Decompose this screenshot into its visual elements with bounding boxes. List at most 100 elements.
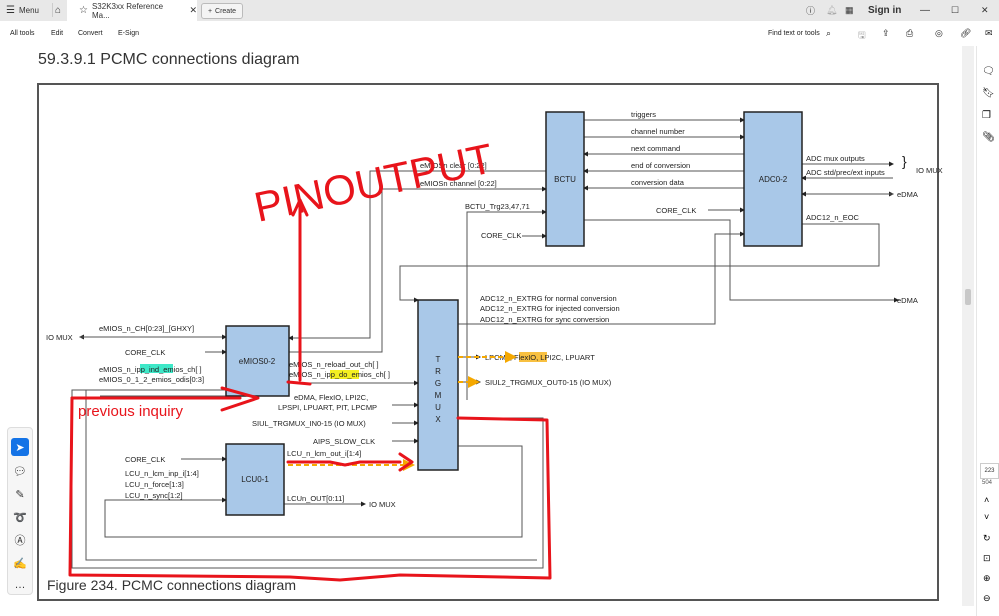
pages-icon[interactable]: ❐ bbox=[982, 110, 991, 121]
signal-label: BCTU_Trg23,47,71 bbox=[465, 202, 530, 211]
bell-icon[interactable]: 🔔︎ bbox=[826, 5, 838, 15]
lasso-tool-icon[interactable]: ➰ bbox=[13, 511, 27, 524]
trgmux-letter: M bbox=[435, 391, 442, 400]
rotate-icon[interactable]: ↻ bbox=[983, 533, 991, 543]
document-area bbox=[0, 46, 999, 616]
brace: } bbox=[902, 153, 907, 169]
signal-label: IO MUX bbox=[916, 166, 943, 175]
signal-label: eDMA bbox=[897, 296, 918, 305]
find-text-button[interactable]: Find text or tools bbox=[768, 30, 820, 37]
section-heading: 59.3.9.1 PCMC connections diagram bbox=[38, 51, 300, 68]
close-window-button[interactable]: ✕ bbox=[981, 5, 989, 15]
comment-tool-icon[interactable]: 💬︎ bbox=[13, 465, 27, 478]
sign-tool-icon[interactable]: ✍ bbox=[13, 557, 27, 570]
select-tool-icon[interactable]: ➤ bbox=[11, 438, 29, 456]
menu-button[interactable]: ☰ Menu bbox=[6, 0, 39, 21]
bctu-block bbox=[545, 111, 585, 247]
close-tab-icon[interactable]: ✕ bbox=[189, 5, 197, 15]
trgmux-letter: X bbox=[435, 415, 441, 424]
email-icon[interactable]: ✉ bbox=[985, 28, 993, 38]
create-button[interactable]: + Create bbox=[201, 3, 243, 19]
signal-label: triggers bbox=[631, 110, 656, 119]
signal-label: CORE_CLK bbox=[125, 455, 165, 464]
pen-tool-icon[interactable]: ✎ bbox=[15, 488, 25, 501]
vertical-scrollbar[interactable] bbox=[962, 46, 974, 606]
annotation-pinoutput: PINOUTPUT bbox=[250, 134, 497, 230]
print-icon[interactable]: ⎙ bbox=[906, 28, 914, 38]
trgmux-block bbox=[417, 299, 459, 471]
link-icon[interactable]: 🔗︎ bbox=[960, 28, 972, 38]
lcu-block bbox=[225, 443, 285, 516]
red-arrow-up bbox=[291, 198, 309, 382]
signal-label: LCU_n_force[1:3] bbox=[125, 480, 184, 489]
signal-label: eMIOSn channel [0:22] bbox=[420, 179, 497, 188]
home-icon[interactable]: ⌂ bbox=[55, 5, 62, 16]
signal-label: ADC mux outputs bbox=[806, 154, 865, 163]
signal-label: CORE_CLK bbox=[125, 348, 165, 357]
signal-label: eDMA bbox=[897, 190, 918, 199]
red-loop bbox=[68, 396, 552, 582]
bctu-label: BCTU bbox=[554, 175, 576, 184]
upload-cloud-icon[interactable]: ⇪ bbox=[882, 28, 890, 38]
signal-label: eMIOS_n_ipp_ind_emios_ch[ ] bbox=[99, 365, 202, 374]
menu-convert[interactable]: Convert bbox=[78, 30, 103, 37]
zoom-out-icon[interactable]: ⊖ bbox=[983, 593, 991, 603]
page-down-icon[interactable]: ˅ bbox=[984, 512, 990, 522]
right-panel: 🗨︎ 🔖︎ ❐ 📎︎ bbox=[976, 46, 999, 616]
signal-label: ADC12_n_EOC bbox=[806, 213, 860, 222]
menu-edit[interactable]: Edit bbox=[51, 30, 64, 37]
scrollbar-thumb[interactable] bbox=[965, 289, 971, 305]
zoom-fit-icon[interactable]: ⊡ bbox=[983, 553, 991, 563]
highlight-ipp-ind bbox=[140, 364, 173, 373]
signal-label: ADC12_n_EXTRG for sync conversion bbox=[480, 315, 609, 324]
maximize-button[interactable]: ☐ bbox=[951, 5, 960, 15]
trgmux-letter: U bbox=[435, 403, 441, 412]
search-icon[interactable]: ⌕ bbox=[826, 28, 832, 38]
signal-label: IO MUX bbox=[46, 333, 73, 342]
signal-label: eMIOS_n_reload_out_ch[ ] bbox=[289, 360, 379, 369]
figure-frame bbox=[37, 83, 939, 601]
attachment-icon[interactable]: 📎︎ bbox=[982, 132, 995, 143]
emios-block bbox=[225, 325, 290, 397]
signal-label: SIUL_TRGMUX_IN0-15 (IO MUX) bbox=[252, 419, 366, 428]
sign-in-button[interactable]: Sign in bbox=[868, 5, 902, 16]
plus-icon: + bbox=[207, 7, 213, 15]
minimize-button[interactable]: — bbox=[920, 5, 930, 16]
zoom-in-icon[interactable]: ⊕ bbox=[983, 573, 991, 583]
star-icon[interactable]: ☆ bbox=[79, 5, 88, 16]
tab-title: S32K3xx Reference Ma... bbox=[91, 1, 164, 20]
wire-emios-channel bbox=[289, 186, 547, 353]
menu-bar: All tools Edit Convert E-Sign Find text … bbox=[0, 21, 999, 47]
apps-grid-icon[interactable]: ▦ bbox=[845, 5, 854, 15]
help-icon[interactable]: ⓘ bbox=[806, 6, 816, 16]
hamburger-icon: ☰ bbox=[6, 5, 15, 16]
figure-caption: Figure 234. PCMC connections diagram bbox=[47, 577, 297, 593]
menu-esign[interactable]: E-Sign bbox=[118, 30, 140, 37]
page-number-input[interactable]: 223 bbox=[980, 463, 999, 479]
comment-icon[interactable]: 🗨︎ bbox=[982, 66, 995, 77]
menu-all-tools[interactable]: All tools bbox=[10, 30, 35, 37]
save-icon[interactable]: 🖫 bbox=[858, 30, 866, 40]
emios-label: eMIOS0-2 bbox=[239, 357, 276, 366]
signal-label: LCU_n_sync[1:2] bbox=[125, 491, 183, 500]
signal-label: ADC12_n_EXTRG for normal conversion bbox=[480, 294, 617, 303]
signal-label: LCUn_OUT[0:11] bbox=[287, 494, 344, 503]
signal-label: CORE_CLK bbox=[481, 231, 521, 240]
more-tools-icon[interactable]: … bbox=[14, 579, 26, 591]
page-up-icon[interactable]: ˄ bbox=[984, 495, 990, 505]
bookmark-icon[interactable]: 🔖︎ bbox=[982, 88, 995, 99]
text-tool-icon[interactable]: Ⓐ bbox=[14, 535, 26, 547]
signal-label: next command bbox=[631, 144, 680, 153]
signal-label: LCU_n_lcm_out_i[1:4] bbox=[287, 449, 361, 458]
signal-label: AIPS_SLOW_CLK bbox=[313, 437, 375, 446]
annotation-previous-inquiry: previous inquiry bbox=[78, 403, 184, 420]
red-arrow-previous bbox=[70, 386, 260, 412]
adc-label: ADC0-2 bbox=[759, 175, 788, 184]
share-icon[interactable]: ◎ bbox=[935, 28, 943, 38]
signal-label: ADC12_n_EXTRG for injected conversion bbox=[480, 304, 620, 313]
document-tab[interactable]: ☆ S32K3xx Reference Ma... ✕ bbox=[67, 0, 197, 21]
signal-label: SIUL2_TRGMUX_OUT0-15 (IO MUX) bbox=[485, 378, 612, 387]
lcu-label: LCU0-1 bbox=[241, 475, 269, 484]
signal-label: end of conversion bbox=[631, 161, 690, 170]
